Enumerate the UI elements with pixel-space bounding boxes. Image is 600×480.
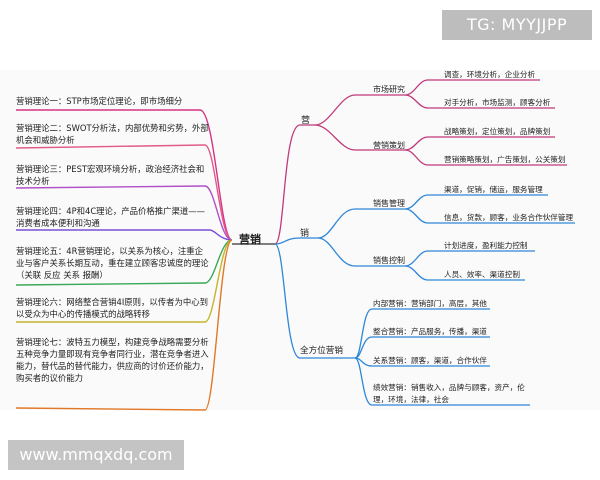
connector-theory-4 [16, 229, 233, 241]
connector-theory-2 [15, 144, 233, 241]
connector-theory-6 [16, 239, 233, 323]
connector-xiao-sub1 [317, 208, 405, 239]
connector-quan-leaf3 [354, 357, 490, 367]
sub-sales-control: 销售控制 [373, 256, 405, 265]
connector-ying-leaf1 [404, 79, 540, 96]
leaf-ying-4: 营销策略策划，广告策划，公关策划 [444, 155, 566, 164]
connector-theory-5 [15, 239, 233, 286]
sub-market-research: 市场研究 [373, 85, 405, 94]
leaf-ying-3: 战略策划，定位策划，品牌策划 [444, 127, 551, 136]
connector-xiao-leaf2 [404, 208, 575, 224]
leaf-xiao-2: 信息，货款，顾客，业务合作伙伴管理 [444, 213, 574, 222]
watermark-bottom: www.mmqxdq.com [8, 440, 184, 470]
theory-node-3: 营销理论三：PEST宏观环境分析，政治经济社会和技术分析 [16, 164, 205, 186]
theory-node-1: 营销理论一：STP市场定位理论，即市场细分 [16, 96, 183, 106]
connector-ying-leaf2 [404, 94, 555, 109]
leaf-quan-2: 整合营销：产品服务，传播，渠道 [373, 327, 487, 336]
connector-xiao [274, 237, 318, 245]
connector-xiao-sub2 [317, 237, 405, 267]
leaf-xiao-1: 渠道，促销，储运，服务管理 [444, 185, 543, 194]
connector-theory-1 [16, 109, 233, 241]
leaf-xiao-4: 人员、效率、渠道控制 [444, 270, 520, 279]
connector-ying-leaf4 [404, 149, 567, 166]
mindmap-canvas [0, 70, 600, 410]
connector-quan [274, 243, 355, 359]
branch-xiao: 销 [300, 229, 310, 239]
theory-node-2: 营销理论二：SWOT分析法，内部优势和劣势，外部机会和威胁分析 [16, 123, 209, 145]
leaf-quan-1: 内部营销：营销部门，高层，其他 [373, 299, 487, 308]
branch-ying: 营 [301, 116, 311, 126]
leaf-ying-1: 调查，环境分析，企业分析 [444, 70, 536, 79]
theory-node-7: 营销理论七：波特五力模型，构建竞争战略需要分析五种竞争力量即现有竞争者同行业，潜… [16, 337, 209, 383]
connector-quan-leaf4 [354, 357, 530, 406]
theory-node-4: 营销理论四：4P和4C理论，产品价格推广渠道——消费者成本便利和沟通 [16, 206, 206, 228]
connector-theory-3 [15, 185, 233, 241]
center-node: 营销 [239, 233, 261, 246]
watermark-top: TG: MYYJJPP [442, 10, 592, 40]
branch-quan: 全方位营销 [300, 346, 343, 356]
connector-xiao-leaf3 [404, 250, 535, 267]
connector-ying [274, 124, 315, 245]
connector-xiao-leaf1 [404, 194, 548, 210]
leaf-xiao-3: 计划进度，盈利能力控制 [444, 241, 528, 250]
leaf-quan-3: 关系营销：顾客，渠道，合作伙伴 [373, 356, 487, 365]
leaf-quan-4: 绩效营销：销售收入，品牌与顾客，资产，伦理，环境，法律，社会 [373, 383, 525, 404]
connector-ying-sub1 [314, 94, 405, 126]
connector-xiao-leaf4 [404, 265, 525, 281]
leaf-ying-2: 对手分析，市场监测，顾客分析 [444, 98, 551, 107]
connector-ying-sub2 [314, 124, 405, 151]
sub-sales-management: 销售管理 [373, 199, 405, 208]
connector-theory-7 [15, 239, 233, 411]
sub-marketing-planning: 营销策划 [373, 141, 405, 150]
theory-node-6: 营销理论六：网络整合营销4I原则，以传者为中心到以受众为中心的传播模式的战略转移 [16, 297, 209, 319]
theory-node-5: 营销理论五：4R营销理论，以关系为核心，注重企业与客户关系长期互动，重在建立顾客… [16, 246, 209, 280]
connector-ying-leaf3 [404, 136, 555, 151]
connector-quan-leaf2 [354, 336, 490, 359]
